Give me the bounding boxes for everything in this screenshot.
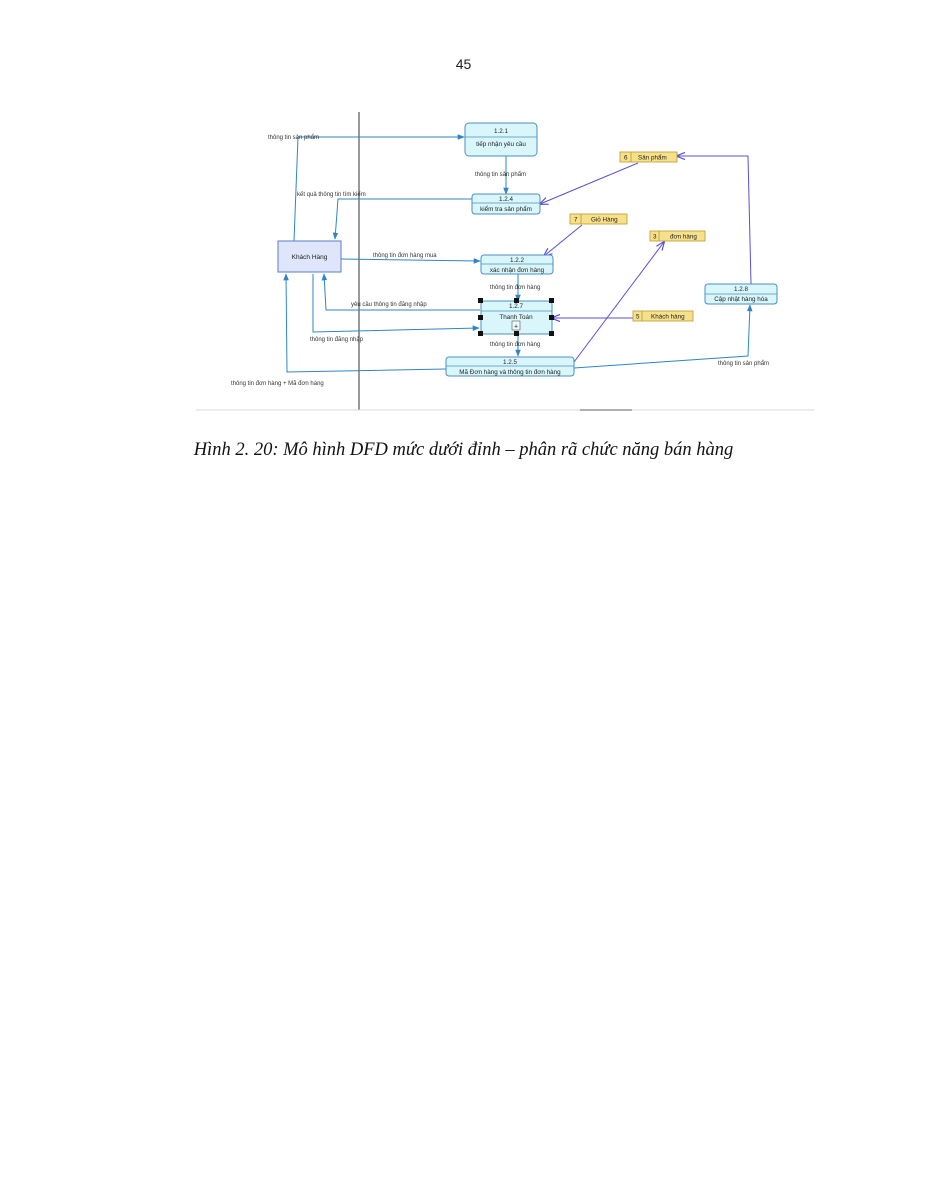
store-num: 5: [636, 314, 640, 321]
process-name: Cập nhật hàng hóa: [714, 296, 768, 303]
flow-1-2-7-to-entity: [321, 273, 480, 311]
flow-label: thông tin sản phẩm: [268, 134, 319, 141]
flow-label: thông tin đơn hàng + Mã đơn hàng: [231, 381, 324, 387]
store-7: 7 Giỏ Hàng: [569, 213, 628, 225]
store-name: Sản phẩm: [638, 154, 667, 162]
store-name: Khách hàng: [651, 314, 685, 321]
dfd-diagram: thông tin sản phẩm thông tin sản phẩm kế…: [196, 112, 814, 411]
process-1-2-5: 1.2.5 Mã Đơn hàng và thông tin đơn hàng: [445, 356, 575, 377]
process-name: kiểm tra sản phẩm: [480, 205, 532, 213]
process-name: Mã Đơn hàng và thông tin đơn hàng: [459, 369, 561, 376]
store-num: 6: [624, 155, 628, 162]
process-id: 1.2.8: [734, 286, 749, 293]
flow-1-2-5-to-entity: [283, 273, 447, 373]
page-number: 45: [455, 56, 472, 72]
flow-label: yêu cầu thông tin đăng nhập: [351, 302, 427, 308]
flow-label: thông tin đơn hàng: [490, 342, 540, 348]
expand-marker[interactable]: [511, 320, 521, 331]
selection-handles[interactable]: [478, 298, 554, 336]
flow-label: kết quả thông tin tìm kiếm: [297, 192, 366, 198]
process-name: tiếp nhận yêu cầu: [476, 139, 526, 148]
process-1-2-8: 1.2.8 Cập nhật hàng hóa: [704, 283, 778, 305]
store-name: đơn hàng: [670, 234, 697, 241]
process-id: 1.2.4: [499, 196, 514, 203]
flow-1-2-4-to-entity: [332, 198, 472, 240]
flow-label: thông tin sản phẩm: [475, 171, 526, 178]
external-entity: Khách Hàng: [277, 240, 342, 273]
flow-label: thông tin đơn hàng mua: [373, 253, 437, 259]
process-name: Thanh Toán: [499, 314, 533, 321]
process-name: xác nhận đơn hàng: [490, 267, 545, 274]
process-id: 1.2.2: [510, 257, 525, 264]
store-name: Giỏ Hàng: [591, 216, 618, 224]
flow-1-2-5-to-store-3: [573, 242, 664, 363]
flow-store-7-to-1-2-2: [544, 224, 583, 256]
process-1-2-2: 1.2.2 xác nhận đơn hàng: [480, 254, 554, 275]
store-5: 5 Khách hàng: [632, 310, 694, 322]
flow-1-2-5-to-1-2-8: [573, 304, 753, 369]
flow-entity-to-1-2-2: [340, 258, 481, 264]
store-6: 6 Sản phẩm: [619, 151, 678, 163]
store-3: 3 đơn hàng: [649, 230, 706, 242]
flow-label: thông tin đăng nhập: [310, 337, 364, 343]
flow-entity-to-1-2-1: [293, 134, 465, 242]
entity-label: Khách Hàng: [292, 254, 328, 261]
process-id: 1.2.5: [503, 359, 518, 366]
process-1-2-7[interactable]: 1.2.7 Thanh Toán +: [478, 298, 554, 336]
flow-1-2-8-to-store-6: [677, 156, 752, 285]
expand-marker-glyph: +: [514, 324, 518, 331]
figure-caption: Hình 2. 20: Mô hình DFD mức dưới đỉnh – …: [193, 440, 734, 460]
process-id: 1.2.7: [509, 303, 524, 310]
store-num: 7: [574, 217, 578, 224]
process-id: 1.2.1: [494, 128, 509, 135]
process-1-2-1: 1.2.1 tiếp nhận yêu cầu: [464, 122, 538, 157]
store-num: 3: [653, 234, 657, 241]
flow-entity-to-1-2-7: [312, 274, 480, 333]
flow-label: thông tin sản phẩm: [718, 360, 769, 367]
flow-store-6-to-1-2-4: [540, 162, 639, 204]
process-1-2-4: 1.2.4 kiểm tra sản phẩm: [471, 193, 541, 215]
flow-label: thông tin đơn hàng: [490, 285, 540, 291]
